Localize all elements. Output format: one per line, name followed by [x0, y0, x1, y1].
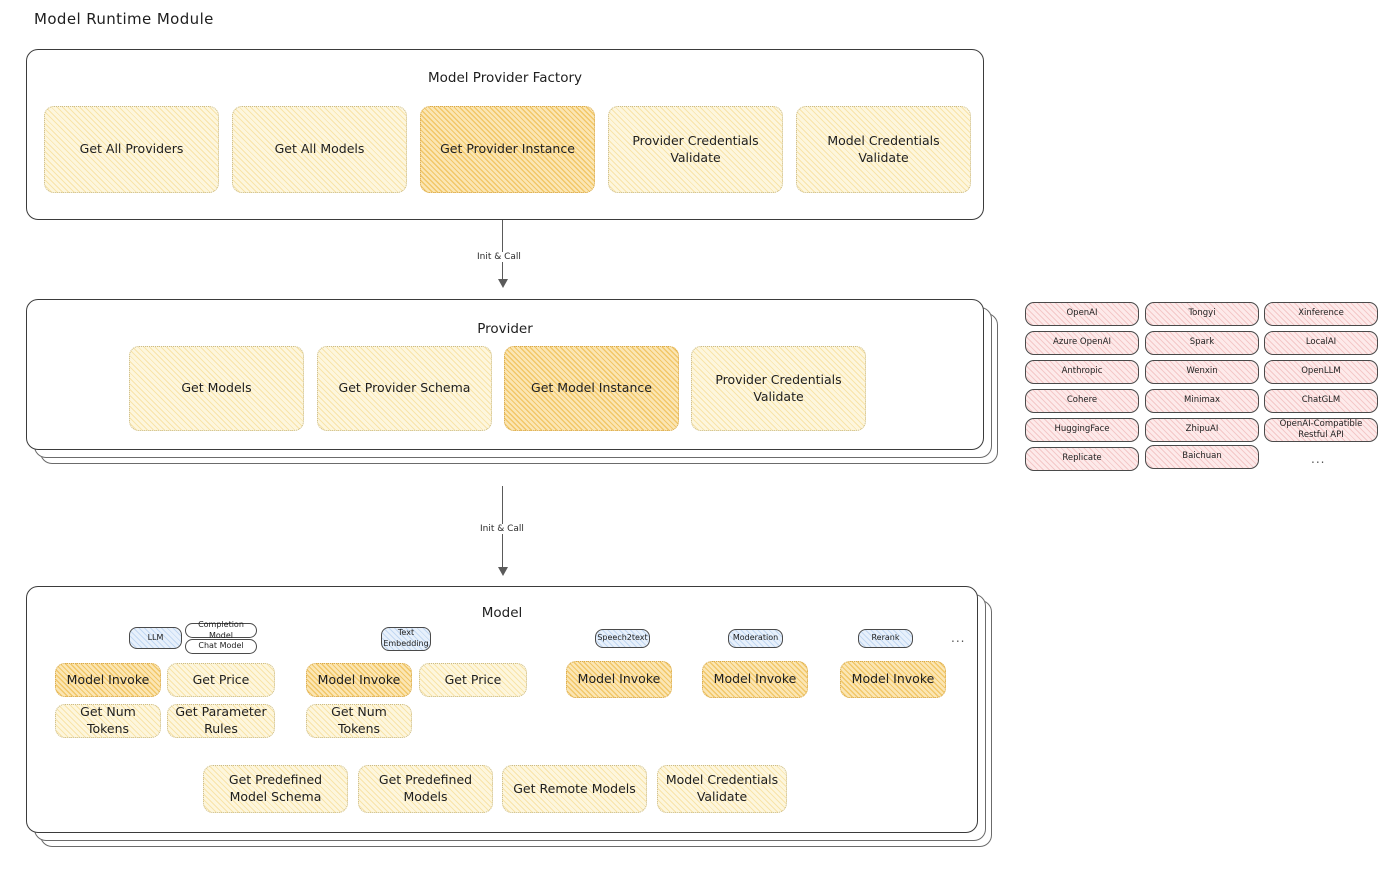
arrow-factory-to-provider-label: Init & Call	[474, 252, 524, 262]
node-get-model-instance[interactable]: Get Model Instance	[504, 346, 679, 431]
provider-chip-wenxin[interactable]: Wenxin	[1145, 360, 1259, 384]
node-llm-get-parameter-rules[interactable]: Get Parameter Rules	[167, 704, 275, 738]
provider-chip-baichuan[interactable]: Baichuan	[1145, 445, 1259, 469]
node-get-all-providers[interactable]: Get All Providers	[44, 106, 219, 193]
model-subtype-badge-completion-model[interactable]: Completion Model	[185, 620, 257, 640]
arrow-factory-to-provider-head	[498, 279, 508, 288]
node-get-predefined-models[interactable]: Get Predefined Models	[358, 765, 493, 813]
provider-chip-openai[interactable]: OpenAI	[1025, 302, 1139, 326]
node-provider-credentials-validate[interactable]: Provider Credentials Validate	[691, 346, 866, 431]
provider-title: Provider	[477, 321, 533, 337]
provider-chip-cohere[interactable]: Cohere	[1025, 389, 1139, 413]
node-get-all-models[interactable]: Get All Models	[232, 106, 407, 193]
node-llm-get-price[interactable]: Get Price	[167, 663, 275, 697]
node-text-embedding-get-price[interactable]: Get Price	[419, 663, 527, 697]
node-moderation-model-invoke[interactable]: Model Invoke	[702, 661, 808, 698]
model-subtype-badge-chat-model[interactable]: Chat Model	[185, 639, 257, 654]
model-type-badge-speech2text[interactable]: Speech2text	[595, 629, 650, 648]
model-type-badge-moderation[interactable]: Moderation	[728, 629, 783, 648]
provider-chip-azure-openai[interactable]: Azure OpenAI	[1025, 331, 1139, 355]
node-text-embedding-model-invoke[interactable]: Model Invoke	[306, 663, 412, 697]
node-get-predefined-model-schema[interactable]: Get Predefined Model Schema	[203, 765, 348, 813]
model-type-badge-text-embedding[interactable]: Text Embedding	[381, 627, 431, 651]
node-model-credentials-validate-model[interactable]: Model Credentials Validate	[657, 765, 787, 813]
model-type-badge-llm[interactable]: LLM	[129, 627, 182, 649]
node-get-provider-schema[interactable]: Get Provider Schema	[317, 346, 492, 431]
model-type-badge-rerank[interactable]: Rerank	[858, 629, 913, 648]
arrow-provider-to-model-label: Init & Call	[477, 524, 527, 534]
provider-chip-chatglm[interactable]: ChatGLM	[1264, 389, 1378, 413]
node-text-embedding-get-num-tokens[interactable]: Get Num Tokens	[306, 704, 412, 738]
model-title: Model	[481, 605, 523, 621]
node-model-credentials-validate-factory[interactable]: Model Credentials Validate	[796, 106, 971, 193]
provider-chip-spark[interactable]: Spark	[1145, 331, 1259, 355]
node-provider-credentials-validate-factory[interactable]: Provider Credentials Validate	[608, 106, 783, 193]
arrow-factory-to-provider-line	[502, 220, 504, 282]
provider-chip-huggingface[interactable]: HuggingFace	[1025, 418, 1139, 442]
node-get-provider-instance[interactable]: Get Provider Instance	[420, 106, 595, 193]
node-rerank-model-invoke[interactable]: Model Invoke	[840, 661, 946, 698]
provider-chip-minimax[interactable]: Minimax	[1145, 389, 1259, 413]
provider-chip-tongyi[interactable]: Tongyi	[1145, 302, 1259, 326]
node-get-remote-models[interactable]: Get Remote Models	[502, 765, 647, 813]
provider-chip-zhipuai[interactable]: ZhipuAI	[1145, 418, 1259, 442]
provider-chip-localai[interactable]: LocalAI	[1264, 331, 1378, 355]
provider-chip-openllm[interactable]: OpenLLM	[1264, 360, 1378, 384]
provider-chip-openai-compatible-restful-api[interactable]: OpenAI-Compatible Restful API	[1264, 418, 1378, 442]
node-get-models[interactable]: Get Models	[129, 346, 304, 431]
node-llm-get-num-tokens[interactable]: Get Num Tokens	[55, 704, 161, 738]
provider-chip-xinference[interactable]: Xinference	[1264, 302, 1378, 326]
provider-chip-anthropic[interactable]: Anthropic	[1025, 360, 1139, 384]
provider-list-ellipsis: ...	[1311, 452, 1326, 466]
model-provider-factory-title: Model Provider Factory	[427, 70, 582, 86]
provider-chip-replicate[interactable]: Replicate	[1025, 447, 1139, 471]
node-llm-model-invoke[interactable]: Model Invoke	[55, 663, 161, 697]
model-types-ellipsis: ...	[951, 631, 966, 645]
node-speech2text-model-invoke[interactable]: Model Invoke	[566, 661, 672, 698]
page-title: Model Runtime Module	[34, 10, 214, 28]
arrow-provider-to-model-head	[498, 567, 508, 576]
